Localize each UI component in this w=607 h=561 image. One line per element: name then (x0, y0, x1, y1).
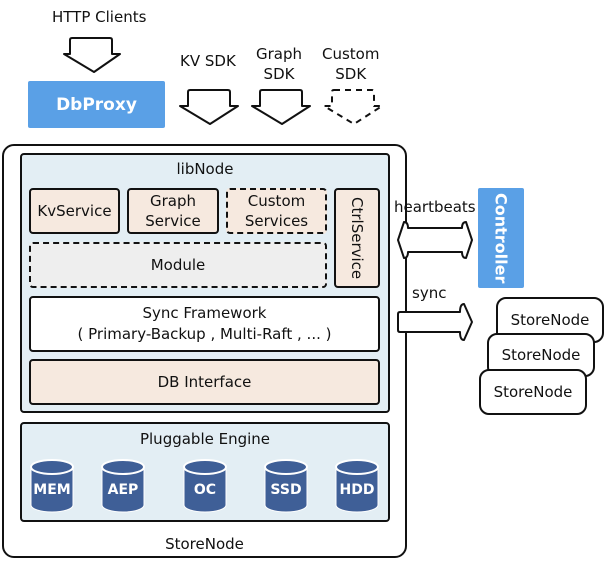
dbproxy-label: DbProxy (56, 94, 137, 115)
replica-storenode-label: StoreNode (501, 346, 581, 364)
sync-arrow-icon (397, 303, 473, 341)
storage-label: OC (193, 482, 217, 498)
storage-hdd-cylinder[interactable]: HDD (334, 458, 380, 514)
sync-label: sync (412, 284, 447, 302)
sync-framework-subtitle: ( Primary-Backup , Multi-Raft , ... ) (77, 325, 332, 343)
storage-label: HDD (339, 482, 375, 498)
graph-sdk-arrow-icon (251, 89, 311, 125)
ctrlservice-box[interactable]: CtrlService (334, 188, 380, 288)
kvservice-box[interactable]: KvService (29, 188, 120, 234)
http-clients-label: HTTP Clients (52, 8, 147, 26)
module-label: Module (150, 256, 206, 274)
sync-framework-box[interactable]: Sync Framework ( Primary-Backup , Multi-… (29, 296, 380, 352)
storage-aep-cylinder[interactable]: AEP (100, 458, 146, 514)
kvservice-label: KvService (37, 202, 112, 220)
module-box[interactable]: Module (29, 242, 327, 288)
db-interface-box[interactable]: DB Interface (29, 359, 380, 405)
heartbeats-label: heartbeats (394, 198, 476, 216)
kv-sdk-arrow-icon (179, 89, 239, 125)
graph-sdk-line-2: SDK (263, 65, 295, 83)
sync-framework-title: Sync Framework (142, 304, 267, 322)
database-icon (101, 459, 145, 513)
replica-storenode-label: StoreNode (493, 383, 573, 401)
database-icon (335, 459, 379, 513)
libnode-title: libNode (176, 160, 234, 178)
storage-label: MEM (33, 482, 71, 498)
custom-services-box[interactable]: Custom Services (226, 188, 327, 234)
kv-sdk-label: KV SDK (180, 52, 236, 70)
custom-sdk-line-1: Custom (322, 45, 380, 63)
database-icon (264, 459, 308, 513)
db-interface-label: DB Interface (157, 373, 252, 391)
database-icon (183, 459, 227, 513)
storenode-label: StoreNode (165, 535, 244, 553)
storage-label: AEP (107, 482, 139, 498)
storage-ssd-cylinder[interactable]: SSD (263, 458, 309, 514)
database-icon (30, 459, 74, 513)
custom-sdk-arrow-icon (323, 89, 383, 125)
custom-services-line-1: Custom (247, 192, 306, 210)
graph-service-line-2: Service (145, 212, 201, 230)
http-clients-arrow-icon (63, 37, 121, 73)
custom-services-line-2: Services (244, 212, 309, 230)
replica-storenode-label: StoreNode (510, 311, 590, 329)
graph-service-line-1: Graph (149, 192, 196, 210)
controller-label: Controller (491, 192, 511, 284)
ctrlservice-label: CtrlService (348, 196, 366, 280)
storage-oc-cylinder[interactable]: OC (182, 458, 228, 514)
graph-service-box[interactable]: Graph Service (127, 188, 219, 234)
pluggable-engine-title: Pluggable Engine (139, 430, 271, 448)
storage-mem-cylinder[interactable]: MEM (29, 458, 75, 514)
custom-sdk-label: Custom SDK (322, 44, 379, 84)
replica-storenode-3[interactable]: StoreNode (479, 369, 587, 415)
storage-label: SSD (270, 482, 302, 498)
custom-sdk-line-2: SDK (335, 65, 367, 83)
graph-sdk-line-1: Graph (256, 45, 303, 63)
dbproxy-box[interactable]: DbProxy (28, 81, 165, 128)
heartbeats-double-arrow-icon (397, 221, 473, 259)
controller-box[interactable]: Controller (478, 188, 524, 288)
graph-sdk-label: Graph SDK (256, 44, 302, 84)
